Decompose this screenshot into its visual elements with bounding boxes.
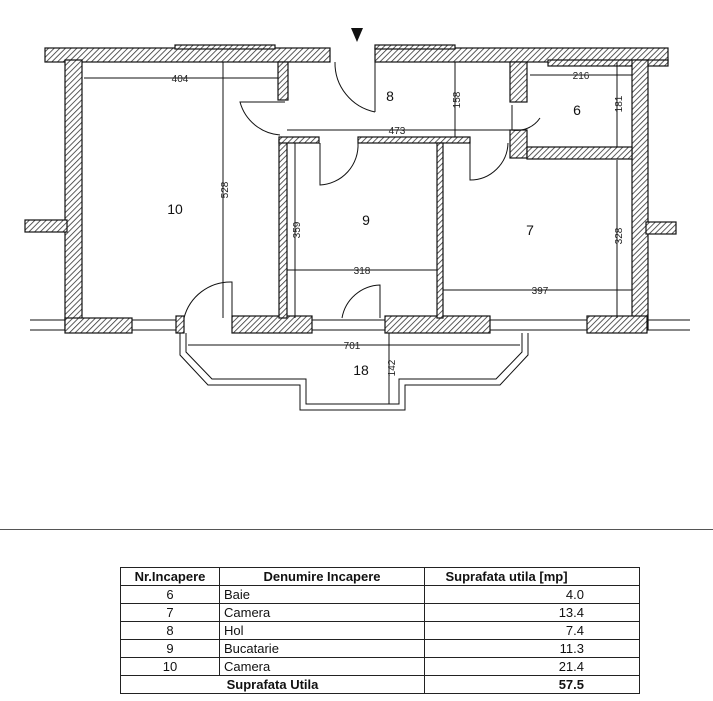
cell-nr: 6 xyxy=(120,585,220,604)
wall-top-left xyxy=(44,47,331,63)
door-balcony-right xyxy=(341,284,381,319)
dim-142: 142 xyxy=(387,359,398,376)
dim-701: 701 xyxy=(344,341,361,352)
header-area: Suprafata utila [mp] xyxy=(424,567,640,586)
total-value: 57.5 xyxy=(424,675,640,694)
cell-area: 21.4 xyxy=(424,657,640,676)
header-nr: Nr.Incapere xyxy=(120,567,220,586)
room-label-10: 10 xyxy=(167,201,183,217)
wall-9-7 xyxy=(436,142,444,319)
door-balcony-left xyxy=(183,281,233,319)
wall-left xyxy=(64,59,83,331)
room-label-8: 8 xyxy=(386,88,394,104)
dim-158: 158 xyxy=(452,91,463,108)
cell-name: Baie xyxy=(219,585,425,604)
dim-404: 404 xyxy=(172,74,189,85)
cell-area: 11.3 xyxy=(424,639,640,658)
door-entrance xyxy=(334,61,376,113)
dim-397: 397 xyxy=(532,286,549,297)
room-label-6: 6 xyxy=(573,102,581,118)
cell-nr: 9 xyxy=(120,639,220,658)
cell-name: Hol xyxy=(219,621,425,640)
area-table: Nr.Incapere Denumire Incapere Suprafata … xyxy=(120,567,640,694)
dim-328: 328 xyxy=(614,227,625,244)
door-room10 xyxy=(239,101,285,136)
cell-area: 13.4 xyxy=(424,603,640,622)
cell-area: 4.0 xyxy=(424,585,640,604)
cell-name: Camera xyxy=(219,603,425,622)
balcony-outline xyxy=(179,333,529,411)
entrance-arrow-icon xyxy=(351,28,363,42)
cell-nr: 10 xyxy=(120,657,220,676)
table-total-row: Suprafata Utila 57.5 xyxy=(120,675,640,694)
header-name: Denumire Incapere xyxy=(219,567,425,586)
door-room7 xyxy=(469,142,509,181)
door-room9 xyxy=(319,142,359,186)
divider xyxy=(0,529,713,530)
floor-plan: 404 528 158 473 216 181 359 318 328 397 … xyxy=(24,28,690,411)
cell-area: 7.4 xyxy=(424,621,640,640)
wall-10-9 xyxy=(278,139,288,319)
door-room6 xyxy=(511,105,541,131)
room-label-7: 7 xyxy=(526,222,534,238)
room-label-18: 18 xyxy=(353,362,369,378)
dim-359: 359 xyxy=(292,221,303,238)
cell-nr: 7 xyxy=(120,603,220,622)
cell-name: Bucatarie xyxy=(219,639,425,658)
table-header: Nr.Incapere Denumire Incapere Suprafata … xyxy=(120,567,640,586)
cell-nr: 8 xyxy=(120,621,220,640)
wall-right xyxy=(631,59,649,331)
walls xyxy=(24,44,677,334)
dim-181: 181 xyxy=(614,95,625,112)
dim-318: 318 xyxy=(354,266,371,277)
room-label-9: 9 xyxy=(362,212,370,228)
dim-528: 528 xyxy=(220,181,231,198)
total-label: Suprafata Utila xyxy=(120,675,425,694)
dim-473: 473 xyxy=(389,126,406,137)
wall-8-6 xyxy=(509,61,528,103)
cell-name: Camera xyxy=(219,657,425,676)
dim-216: 216 xyxy=(573,71,590,82)
